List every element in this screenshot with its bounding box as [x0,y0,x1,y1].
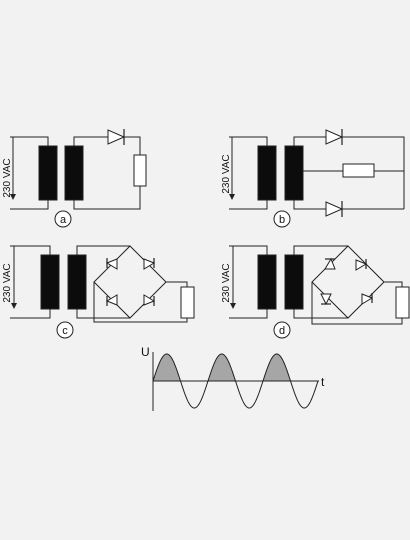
transformer-icon [257,254,304,310]
tag-circle-d [273,321,291,339]
diode-icon [355,259,368,271]
circuit-d: 230 VAC d [221,245,410,339]
x-axis-label: t [321,375,325,389]
shaded-half-wave [208,354,236,381]
diode-icon [324,257,336,270]
tag-b: b [279,214,285,226]
tag-circle-b [273,210,291,228]
tag-c: c [62,325,68,337]
diode-icon [361,293,374,305]
shaded-half-wave [263,354,291,381]
tag-circle-c [56,321,74,339]
resistor-icon [133,154,147,187]
bridge [311,245,385,319]
diode-icon [143,258,156,270]
shaded-half-wave [153,354,181,381]
tag-d: d [279,325,285,337]
transformer-icon [38,145,84,201]
transformer-icon [257,145,304,201]
diode-icon [107,129,126,145]
diode-icon [325,201,344,217]
positive-half-wave-shading [153,354,291,381]
transformer-icon [40,254,87,310]
diode-icon [320,293,332,306]
sine-wave [152,353,319,409]
voltage-label-d: 230 VAC [221,263,232,302]
circuit-a: 230 VAC a [2,129,147,228]
waveform: U t [141,345,325,411]
resistor-icon [342,163,375,178]
circuit-b: 230 VAC b [221,129,405,228]
voltage-label-c: 230 VAC [2,263,13,302]
voltage-label-a: 230 VAC [2,158,13,197]
y-axis-label: U [141,345,150,359]
circuit-c: 230 VAC c [2,245,195,339]
diode-icon [143,294,156,306]
tag-circle-a [54,210,72,228]
resistor-icon [395,286,410,319]
voltage-label-b: 230 VAC [221,154,232,193]
tag-a: a [60,214,67,226]
resistor-icon [180,286,195,319]
diode-icon [105,258,118,270]
diode-icon [105,294,118,306]
diode-icon [325,129,344,145]
bridge [93,245,167,319]
